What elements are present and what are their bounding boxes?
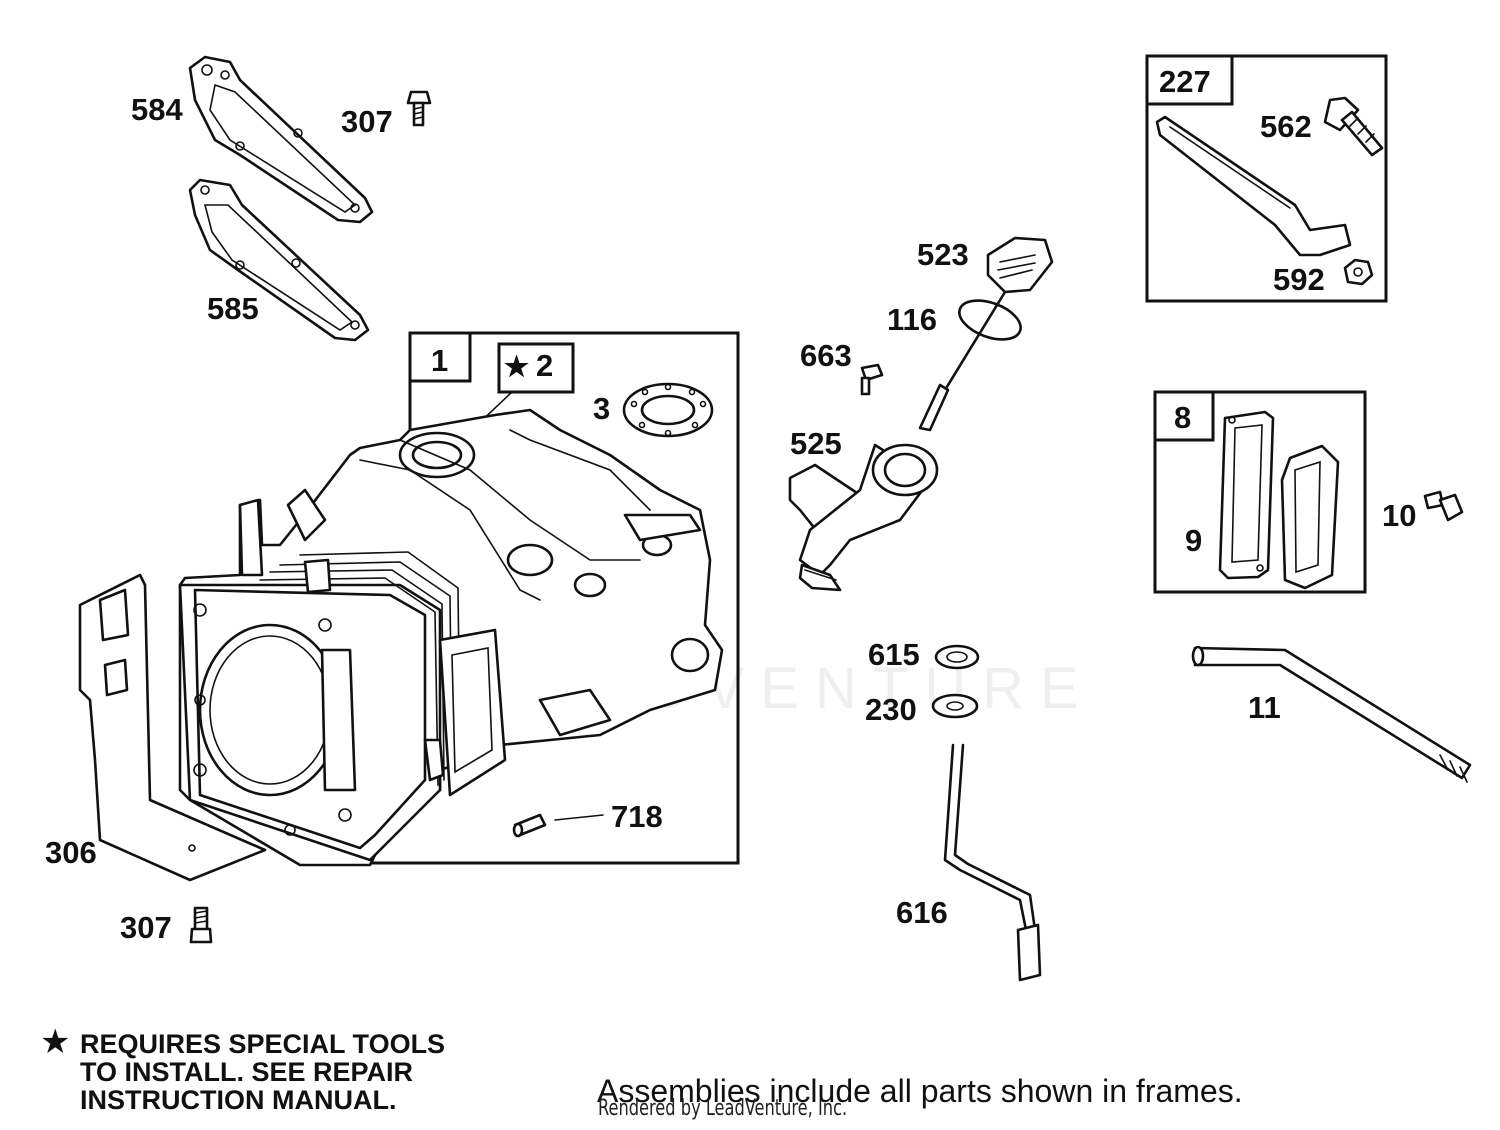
callout-592: 592 — [1273, 262, 1325, 297]
part-584-breather-cover[interactable] — [188, 55, 374, 224]
star-icon: ★ — [40, 1023, 71, 1061]
part-3-oil-seal[interactable] — [622, 382, 714, 438]
part-9-gasket[interactable] — [1218, 410, 1275, 580]
assemblies-note: Assemblies include all parts shown in fr… — [597, 1073, 1243, 1109]
frame-227-bracket-kit — [1145, 54, 1388, 303]
callout-2: 2 — [536, 348, 553, 383]
part-663-screw[interactable] — [860, 363, 884, 396]
callout-116: 116 — [887, 302, 937, 337]
callout-523: 523 — [917, 237, 969, 272]
callout-10: 10 — [1382, 498, 1416, 533]
part-718-dowel-pin[interactable] — [512, 813, 547, 838]
leader-718 — [554, 814, 604, 821]
part-dipstick-blade[interactable] — [918, 290, 1007, 432]
part-306-air-guide[interactable] — [78, 573, 267, 882]
frame-1-cylinder-assembly — [370, 331, 740, 865]
part-230-washer[interactable] — [931, 693, 979, 719]
part-1-cylinder-block[interactable] — [178, 408, 724, 867]
callout-11: 11 — [1248, 690, 1281, 725]
part-307-bolt-bottom[interactable] — [189, 906, 213, 944]
part-116-o-ring[interactable] — [954, 293, 1026, 347]
note-line-3: INSTRUCTION MANUAL. — [80, 1085, 397, 1115]
part-615-retainer[interactable] — [934, 644, 980, 670]
part-562-bolt[interactable] — [1323, 96, 1384, 157]
callout-307-bottom: 307 — [120, 910, 172, 945]
callout-1: 1 — [431, 343, 448, 378]
callout-307-top: 307 — [341, 104, 393, 139]
callout-525: 525 — [790, 426, 842, 461]
callout-9: 9 — [1185, 523, 1202, 558]
part-525-dipstick-tube[interactable] — [788, 443, 939, 592]
note-line-1: REQUIRES SPECIAL TOOLS — [80, 1029, 446, 1059]
callout-3: 3 — [593, 391, 610, 426]
part-616-governor-shaft[interactable] — [943, 743, 1042, 982]
callout-663: 663 — [800, 338, 852, 373]
part-11-breather-tube[interactable] — [1191, 645, 1472, 783]
part-307-bolt-top[interactable] — [406, 90, 432, 127]
callout-585: 585 — [207, 291, 259, 326]
callout-718: 718 — [611, 799, 663, 834]
callout-615: 615 — [868, 637, 920, 672]
part-227-bracket[interactable] — [1155, 115, 1352, 257]
note-line-2: TO INSTALL. SEE REPAIR — [80, 1057, 414, 1087]
part-585-breather-gasket[interactable] — [188, 178, 370, 342]
callout-306: 306 — [45, 835, 97, 870]
callout-616: 616 — [896, 895, 948, 930]
part-523-dipstick-cap[interactable] — [986, 236, 1054, 294]
frame-8-breather-kit — [1153, 390, 1367, 594]
rendered-by-credit: Rendered by LeadVenture, Inc. — [598, 1096, 848, 1121]
special-tools-note: REQUIRES SPECIAL TOOLS TO INSTALL. SEE R… — [80, 1030, 445, 1114]
callout-227: 227 — [1159, 64, 1211, 99]
callout-8: 8 — [1174, 400, 1191, 435]
callout-584: 584 — [131, 92, 183, 127]
part-breather-cover[interactable] — [1280, 444, 1340, 590]
star-symbol: ★ — [504, 351, 529, 382]
callout-230: 230 — [865, 692, 917, 727]
callout-2-box — [497, 342, 575, 394]
part-10-screw[interactable] — [1423, 490, 1464, 522]
part-592-nut[interactable] — [1343, 258, 1374, 286]
callout-562: 562 — [1260, 109, 1312, 144]
